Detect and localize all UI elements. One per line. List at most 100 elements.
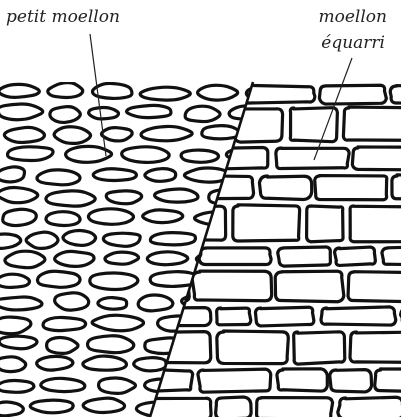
rubble-stone [136, 402, 185, 416]
rubble-stone [239, 254, 268, 269]
rubble-stone [38, 271, 81, 287]
rubble-stone [47, 338, 78, 354]
rubble-stone [0, 317, 31, 334]
rubble-stone [143, 210, 183, 223]
rubble-stone [83, 356, 127, 370]
rubble-stone [134, 358, 166, 371]
squared-stone [216, 397, 251, 417]
rubble-stone [0, 336, 37, 349]
rubble-stone [106, 191, 141, 204]
rubble-stone [30, 400, 73, 413]
rubble-stone [145, 338, 186, 354]
squared-stone [348, 272, 401, 302]
rubble-stone [105, 252, 139, 264]
squared-stone [257, 398, 333, 417]
rubble-stone [103, 233, 140, 246]
rubble-stone [5, 251, 45, 268]
squared-stone [390, 86, 401, 104]
squared-stone [315, 176, 387, 200]
squared-stone [217, 308, 251, 325]
rubble-stone [0, 104, 43, 120]
squared-stone [233, 205, 300, 241]
rubble-stone [0, 84, 39, 97]
squared-stone [294, 332, 345, 364]
rubble-stone [0, 297, 42, 310]
rubble-stone [46, 212, 80, 226]
squared-stone [375, 369, 401, 392]
rubble-stone [43, 317, 86, 330]
rubble-stone [0, 402, 23, 416]
squared-stone [278, 247, 331, 266]
rubble-stone [55, 251, 94, 266]
rubble-stone [193, 336, 236, 349]
rubble-stone [92, 315, 143, 331]
squared-stone [350, 332, 401, 362]
rubble-stone [0, 357, 26, 372]
squared-stone [259, 176, 311, 199]
rubble-stone-wall [0, 83, 307, 417]
rubble-stone [211, 272, 259, 287]
rubble-stone [90, 273, 138, 290]
squared-stone [192, 271, 272, 301]
squared-stone [330, 370, 372, 392]
rubble-stone [46, 191, 95, 206]
squared-stone [319, 85, 386, 104]
rubble-stone [140, 87, 190, 100]
squared-stone [307, 206, 343, 242]
squared-stone [277, 369, 327, 391]
rubble-stone [249, 124, 295, 140]
squared-stone [392, 175, 401, 199]
rubble-stone [50, 107, 80, 123]
rubble-stone [150, 233, 195, 245]
squared-stone [321, 307, 396, 325]
rubble-stone [0, 188, 38, 203]
rubble-stone [4, 127, 44, 142]
rubble-stone [48, 83, 83, 98]
rubble-stone [195, 211, 246, 225]
rubble-stone [138, 295, 173, 311]
rubble-stone [8, 147, 53, 161]
rubble-stone [101, 128, 132, 141]
rubble-stone [147, 252, 187, 265]
rubble-stone [26, 232, 58, 248]
rubble-stone [181, 150, 218, 162]
rubble-stone [248, 401, 292, 413]
rubble-stone [185, 106, 220, 121]
squared-stone [199, 248, 271, 265]
rubble-stone [63, 230, 96, 245]
squared-stone [338, 397, 401, 417]
rubble-stone [88, 209, 133, 225]
rubble-stone [37, 170, 80, 185]
rubble-stone [0, 380, 34, 392]
squared-stone [382, 247, 401, 265]
squared-stone [132, 107, 170, 142]
rubble-stone [253, 211, 300, 227]
rubble-stone [89, 107, 119, 118]
rubble-stone [83, 398, 124, 412]
rubble-stone [145, 169, 176, 182]
rubble-stone [155, 189, 198, 202]
squared-stone [198, 369, 271, 392]
squared-stone [290, 108, 337, 142]
squared-stone [350, 206, 401, 242]
rubble-stone [54, 127, 90, 144]
rubble-stone [37, 356, 73, 370]
squared-stone [352, 147, 401, 170]
rubble-stone [122, 147, 169, 163]
rubble-stone [0, 234, 21, 248]
rubble-stone [98, 298, 127, 310]
rubble-stone [202, 126, 239, 139]
rubble-stone [127, 105, 171, 117]
squared-stone [275, 271, 344, 302]
rubble-stone [0, 274, 29, 287]
rubble-stone [99, 378, 136, 393]
rubble-stone [198, 85, 238, 100]
rubble-stone [93, 169, 136, 181]
squared-stone [255, 307, 313, 326]
rubble-stone [141, 126, 192, 140]
rubble-stone [3, 209, 37, 225]
squared-stone [343, 107, 401, 140]
squared-stone [335, 247, 376, 265]
